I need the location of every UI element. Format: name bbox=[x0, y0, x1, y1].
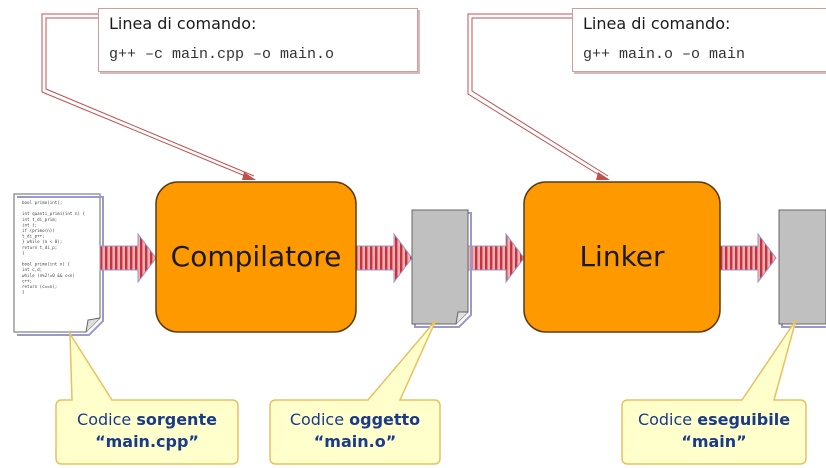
connector-arrowhead-2 bbox=[596, 172, 610, 180]
source-code-line: int c,d; bbox=[22, 267, 42, 272]
source-code-line: bool primo(int n) { bbox=[22, 262, 70, 267]
linker-box bbox=[523, 181, 721, 333]
callout-source-text: Codice sorgente “main.cpp” bbox=[56, 409, 238, 453]
source-code-line: c++; bbox=[22, 278, 32, 283]
callout-object-text: Codice oggetto “main.o” bbox=[270, 409, 440, 453]
source-code-line: bool primo(int); bbox=[22, 200, 62, 205]
source-code-line: int t_di_prim; bbox=[22, 217, 57, 222]
callout-exec bbox=[621, 319, 807, 465]
callout-object bbox=[269, 319, 441, 465]
callout-keyword-oggetto: oggetto bbox=[349, 410, 421, 429]
source-code-line: } bbox=[22, 290, 25, 295]
callout-prefix: Codice bbox=[637, 410, 698, 429]
callout-source bbox=[55, 331, 239, 465]
source-code-line: return (c==n); bbox=[22, 284, 57, 289]
source-code-text: bool primo(int); int quanti_primi(int n) … bbox=[22, 200, 86, 295]
source-code-line: } while (n < 0); bbox=[22, 239, 62, 244]
source-file-page bbox=[13, 193, 104, 336]
callout-exec-text: Codice eseguibile “main” bbox=[622, 409, 806, 453]
arrow-compiler-to-object bbox=[355, 232, 413, 284]
callout-filename-main-cpp: “main.cpp” bbox=[95, 432, 199, 451]
command-connector-2 bbox=[467, 13, 609, 179]
callout-prefix: Codice bbox=[289, 410, 350, 429]
command-line-compile: g++ –c main.cpp –o main.o bbox=[109, 46, 335, 63]
command-title: Linea di comando: bbox=[109, 14, 257, 33]
arrow-linker-to-exec bbox=[719, 232, 777, 284]
callout-keyword-eseguibile: eseguibile bbox=[697, 410, 791, 429]
executable-file-page bbox=[778, 209, 826, 328]
source-code-line: if (primo(n)) bbox=[22, 228, 55, 233]
source-code-line: return t_di_p; bbox=[22, 245, 57, 250]
source-code-line: } bbox=[22, 250, 25, 255]
arrow-source-to-compiler bbox=[99, 232, 157, 284]
source-code-line: int i; bbox=[22, 222, 37, 227]
callout-prefix: Codice bbox=[77, 410, 137, 429]
arrow-object-to-linker bbox=[467, 232, 525, 284]
command-connector-1 bbox=[41, 13, 255, 179]
source-code-line: int quanti_primi(int n) { bbox=[22, 211, 86, 216]
callout-filename-main: “main” bbox=[681, 432, 747, 451]
callout-filename-main-o: “main.o” bbox=[313, 432, 397, 451]
command-line-link: g++ main.o –o main bbox=[583, 46, 746, 63]
compiler-label: Compilatore bbox=[170, 240, 342, 273]
source-code-line: t_di_p++; bbox=[22, 234, 45, 239]
compiler-box bbox=[155, 181, 357, 333]
command-box-link: Linea di comando: g++ main.o –o main bbox=[572, 8, 826, 72]
command-title: Linea di comando: bbox=[583, 14, 731, 33]
object-file-page bbox=[411, 209, 472, 328]
linker-label: Linker bbox=[579, 240, 665, 273]
source-code-line: while (n%2!=0 && c<n) bbox=[22, 273, 75, 278]
connector-arrowhead-1 bbox=[242, 172, 256, 180]
command-box-compile: Linea di comando: g++ –c main.cpp –o mai… bbox=[98, 8, 418, 72]
callout-keyword-sorgente: sorgente bbox=[136, 410, 217, 429]
